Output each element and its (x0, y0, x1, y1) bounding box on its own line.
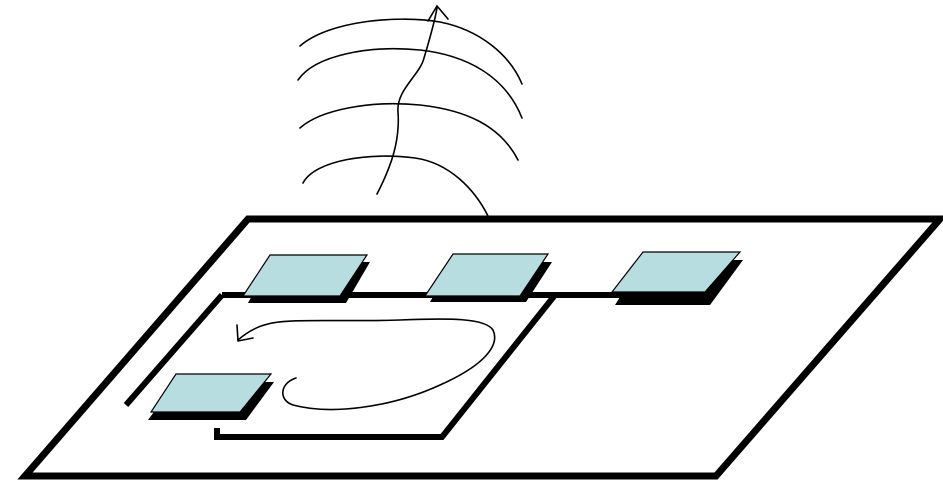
component-chip-1 (241, 254, 370, 303)
loop-path (237, 318, 496, 411)
trace-right-branch (214, 293, 558, 440)
loop-arrow-head (236, 324, 254, 342)
component-chip-3 (610, 251, 743, 305)
wave-line-1 (299, 18, 523, 85)
chip-2-body (423, 253, 550, 297)
wave-line-3 (299, 102, 519, 161)
emission-arrow-stem (376, 7, 438, 195)
chip-1-body (241, 254, 369, 297)
chip-3-body (610, 251, 742, 293)
wave-line-2 (297, 47, 523, 119)
loop-arrow-icon (236, 318, 496, 411)
component-chip-4 (148, 373, 274, 420)
wave-line-4 (302, 155, 489, 217)
component-chip-2 (423, 253, 552, 302)
chip-4-body (149, 373, 273, 413)
emission-arrow-head (427, 4, 449, 22)
emission-waves-icon (297, 4, 523, 217)
trace-left-branch (123, 293, 225, 407)
